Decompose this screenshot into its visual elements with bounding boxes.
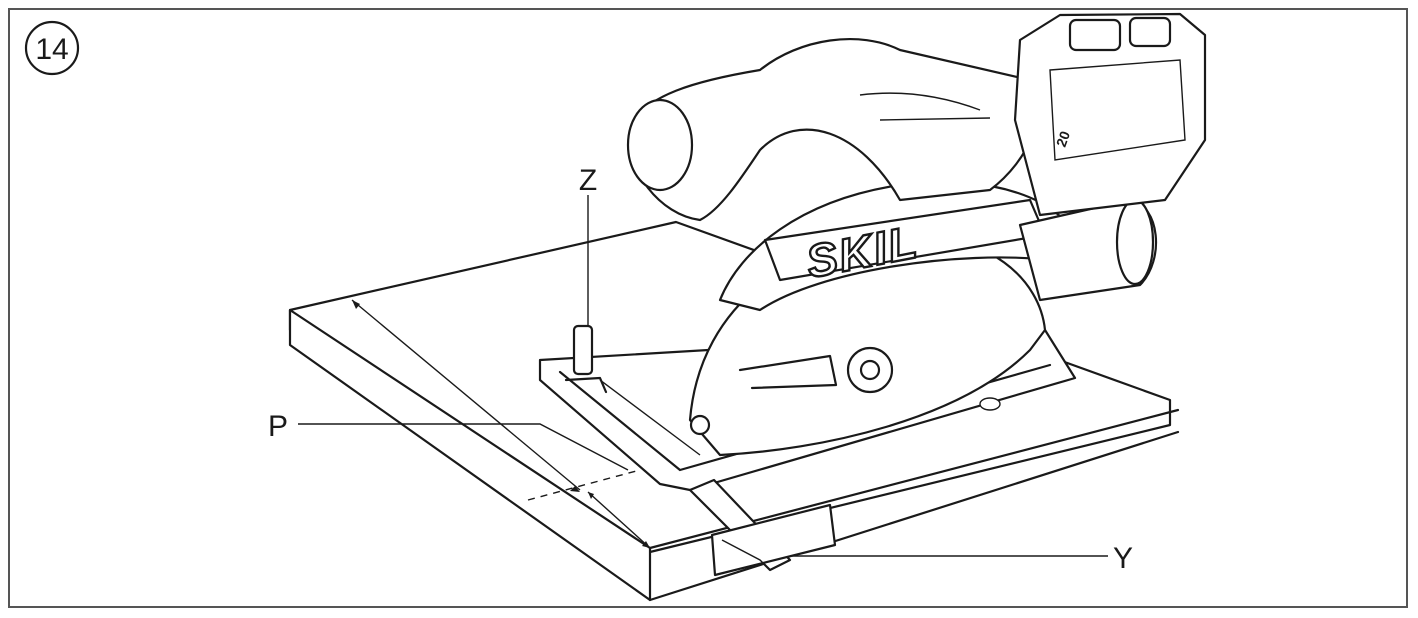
label-p: P	[268, 410, 288, 443]
guide-fence	[710, 503, 837, 577]
guard-retract-lever	[738, 354, 838, 390]
guide-fence-detail	[721, 539, 771, 571]
battery-release-button	[1068, 18, 1122, 52]
dimension-arrow-mid	[570, 486, 580, 492]
battery-pack: 20	[1013, 12, 1207, 217]
figure-number: 14	[35, 33, 68, 66]
base-plate-hole	[979, 397, 1001, 411]
depth-lever	[564, 324, 608, 394]
figure-number-badge: 14	[24, 20, 80, 76]
dimension-line-long	[351, 299, 581, 491]
handle-label-strip	[879, 117, 991, 121]
dimension-arrow-top	[352, 300, 360, 309]
battery-voltage-text: 20	[1053, 129, 1073, 149]
handle-grip-line	[859, 92, 981, 111]
front-knob	[626, 98, 694, 192]
bevel-knob	[689, 414, 711, 436]
figure-frame	[8, 8, 1408, 608]
board-bottom-edge-line	[648, 430, 1180, 602]
battery-gauge	[1128, 16, 1172, 48]
dimension-arrow-bottom	[642, 541, 650, 548]
leader-line-p	[298, 423, 629, 471]
base-plate-slot-line	[599, 379, 701, 456]
depth-lever-handle	[572, 324, 594, 376]
figure-number-circle	[24, 20, 80, 76]
handle-body	[628, 38, 1039, 222]
battery-label-panel	[1049, 59, 1186, 161]
depth-lever-base	[564, 376, 608, 394]
saw-housing: SKIL	[718, 181, 1158, 312]
battery-body	[1013, 12, 1207, 217]
cut-line-dashed	[527, 469, 641, 501]
label-z: Z	[579, 164, 597, 197]
dimension-line-short	[587, 491, 651, 549]
dimension-arrow-mid2	[588, 492, 594, 499]
motor-end-cap	[1115, 198, 1155, 286]
parallel-guide	[688, 478, 837, 577]
blade-arbor-bolt	[859, 359, 881, 381]
saw-handle	[626, 38, 1039, 222]
label-y: Y	[1113, 542, 1133, 575]
